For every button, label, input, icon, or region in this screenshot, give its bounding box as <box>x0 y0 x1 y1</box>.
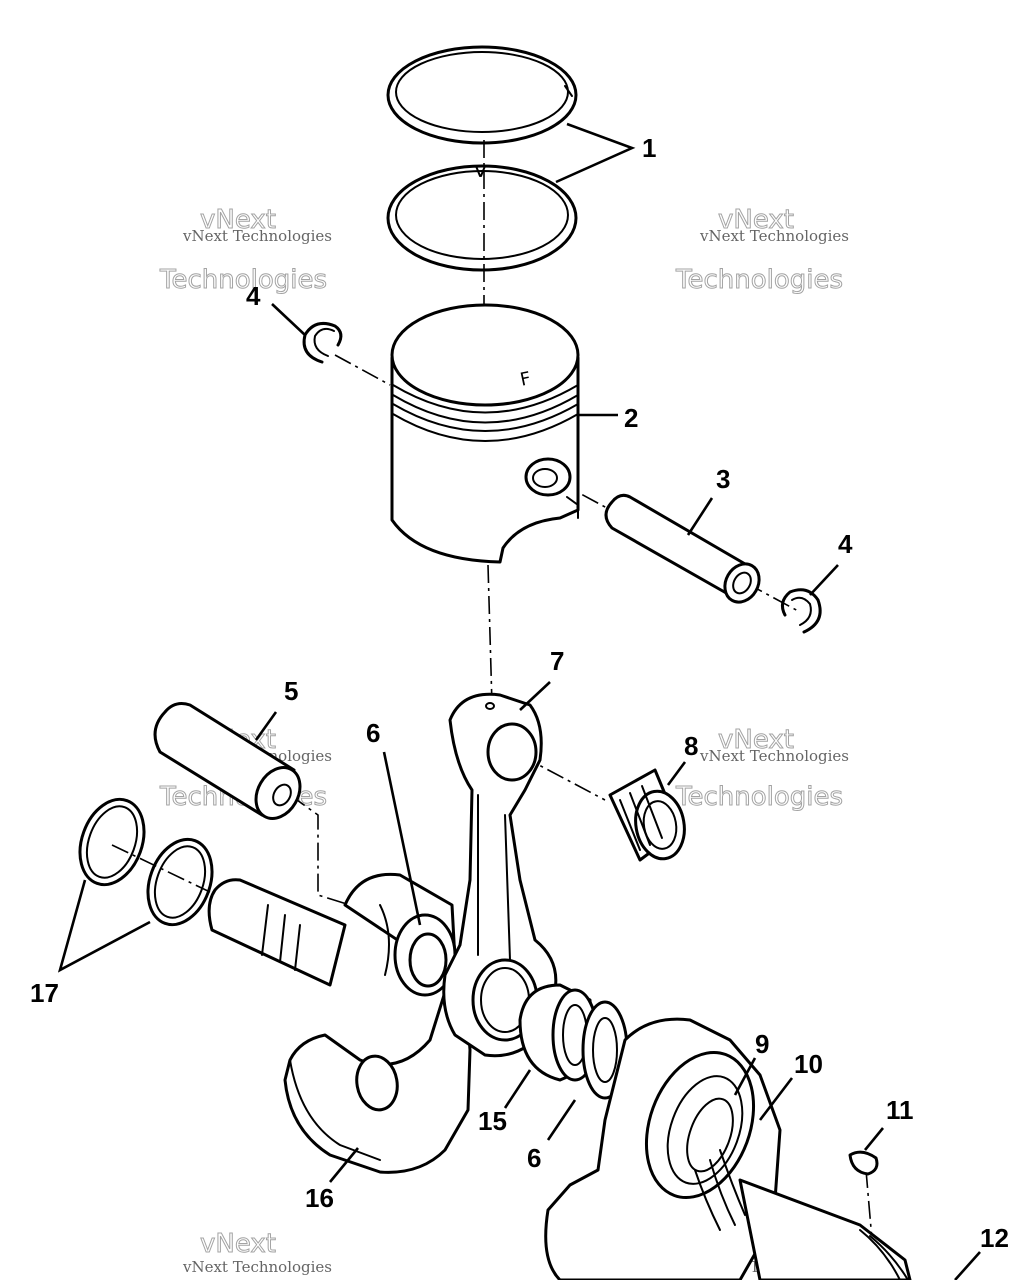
leader-10 <box>758 1077 794 1121</box>
watermark-large-1: vNext <box>200 1229 276 1259</box>
crankshaft-left-half <box>207 872 472 1174</box>
leader-3 <box>686 497 714 536</box>
leader-4b <box>809 564 839 596</box>
callout-5: 5 <box>284 676 298 706</box>
leader-16 <box>328 1147 360 1183</box>
circlip-left <box>302 322 343 364</box>
circlip-right <box>780 588 822 634</box>
shim-inner <box>146 837 214 927</box>
leader-11 <box>863 1127 885 1151</box>
watermark-small: vNext Technologies <box>182 1258 332 1276</box>
crank-pin <box>153 702 302 820</box>
needle-bearing <box>608 768 686 862</box>
woodruff-key <box>848 1150 879 1176</box>
leader-6b <box>546 1099 577 1141</box>
watermark-large-2: Technologies <box>675 782 843 812</box>
callout-6b: 6 <box>527 1143 541 1173</box>
watermark-large-1: vNext <box>718 205 794 235</box>
callout-17: 17 <box>30 978 59 1008</box>
piston-pin <box>604 493 761 604</box>
shims <box>78 797 214 927</box>
callout-3: 3 <box>716 464 730 494</box>
watermark-top-right: vNext vNext Technologies Technologies <box>675 205 850 296</box>
watermark-small: vNext Technologies <box>182 227 332 245</box>
callout-2: 2 <box>624 403 638 433</box>
watermark-bottom-left: vNext vNext Technologies <box>182 1229 332 1277</box>
piston-rings <box>386 45 578 272</box>
leader-5 <box>254 711 278 741</box>
callout-11: 11 <box>886 1095 914 1125</box>
leader-15 <box>503 1069 532 1109</box>
watermark-top-left: vNext vNext Technologies Technologies <box>159 205 333 296</box>
callout-9: 9 <box>755 1029 769 1059</box>
key-axis <box>865 1169 873 1241</box>
leader-1 <box>555 122 636 184</box>
callout-4b: 4 <box>838 529 853 559</box>
callout-8: 8 <box>684 731 698 761</box>
callout-7: 7 <box>550 646 564 676</box>
callout-labels: 1 2 3 4 4 5 6 6 7 8 9 10 11 12 15 16 17 <box>30 133 1009 1253</box>
leader-lines <box>57 122 981 1280</box>
callout-15: 15 <box>478 1106 507 1136</box>
leader-9 <box>733 1057 757 1096</box>
callout-10: 10 <box>794 1049 823 1079</box>
piston-ring-top <box>386 45 578 145</box>
watermark-large-1: vNext <box>718 725 794 755</box>
piston-ring-second <box>386 164 578 272</box>
leader-8 <box>666 761 687 786</box>
piston-marking: F <box>518 368 532 391</box>
callout-12: 12 <box>980 1223 1009 1253</box>
callout-4a: 4 <box>246 281 261 311</box>
rod-axis <box>487 564 493 706</box>
callout-6a: 6 <box>366 718 380 748</box>
callout-16: 16 <box>305 1183 334 1213</box>
crankshaft-right-half <box>544 1017 912 1280</box>
watermark-large-1: vNext <box>200 205 276 235</box>
leader-6a <box>382 751 422 926</box>
watermark-mid-right: vNext vNext Technologies Technologies <box>675 725 850 813</box>
leader-4a <box>271 303 306 336</box>
callout-1: 1 <box>642 133 656 163</box>
crankpin-axis <box>289 794 351 906</box>
leader-17 <box>57 879 151 973</box>
clip-axis-left <box>334 354 391 386</box>
watermark-large-2: Technologies <box>675 265 843 295</box>
watermark-small: vNext Technologies <box>699 227 849 245</box>
shim-outer <box>78 797 146 887</box>
piston: F <box>390 303 580 564</box>
leader-7 <box>519 681 551 711</box>
watermark-small: vNext Technologies <box>699 747 849 765</box>
watermark-large-2: Technologies <box>159 265 327 295</box>
leader-12 <box>954 1251 981 1280</box>
